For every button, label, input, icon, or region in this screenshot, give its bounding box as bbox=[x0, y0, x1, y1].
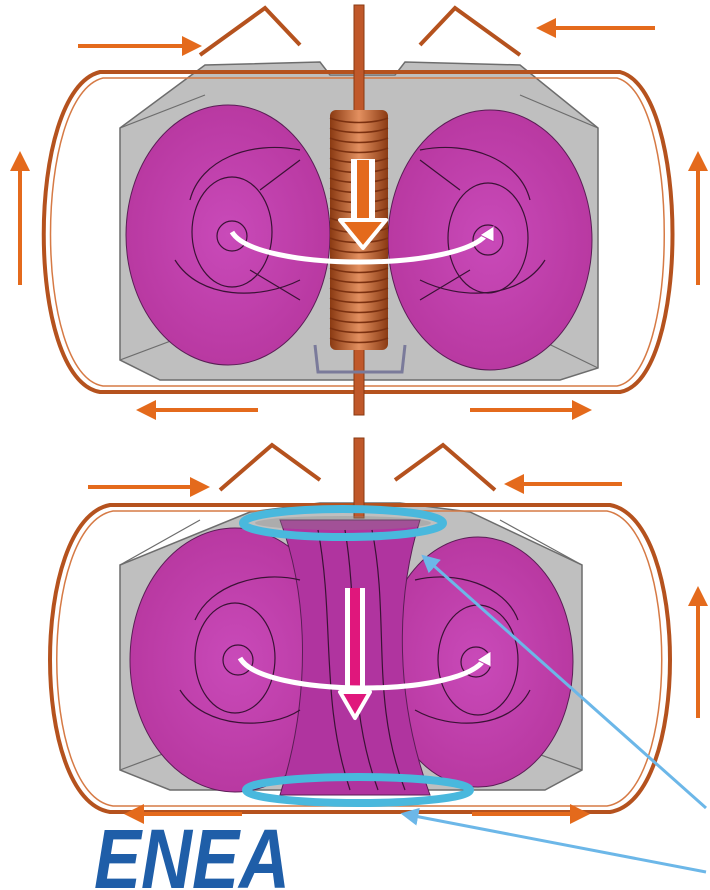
svg-text:ENEA: ENEA bbox=[94, 812, 290, 890]
pointer-line-bottom-electrode bbox=[404, 814, 706, 872]
enea-logo: ENEA bbox=[94, 812, 290, 890]
panel-helicity-injection-startup bbox=[50, 438, 706, 872]
panel-solenoid-startup bbox=[20, 5, 698, 415]
plasma-left-lobe bbox=[126, 105, 330, 365]
